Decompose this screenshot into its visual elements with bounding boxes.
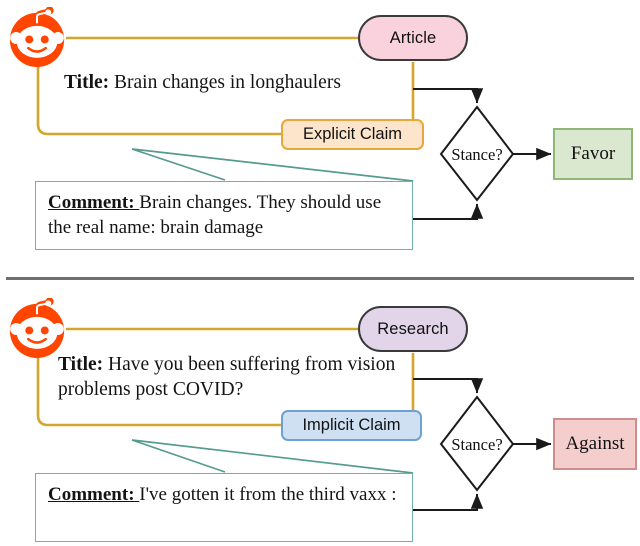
article-title-label: Title: xyxy=(64,72,115,93)
research-title-text: Have you been suffering from vision prob… xyxy=(58,354,396,400)
source-type-article-label: Article xyxy=(389,28,437,47)
article-title: Title: Brain changes in longhaulers xyxy=(64,70,414,95)
leader-claim-to-comment-b xyxy=(131,148,414,182)
outcome-against-label: Against xyxy=(565,433,625,454)
arrow-title-to-stance-top xyxy=(413,88,484,104)
source-type-research-label: Research xyxy=(377,319,449,338)
panel-divider xyxy=(6,277,634,280)
reddit-icon xyxy=(6,6,68,69)
claim-chip-implicit[interactable]: Implicit Claim xyxy=(281,410,422,441)
arrow-comment-to-stance-bottom xyxy=(413,203,484,220)
leader-claim-to-comment-a xyxy=(131,148,226,181)
comment-body-top: Brain changes. They should use the real … xyxy=(48,192,382,238)
outcome-favor[interactable]: Favor xyxy=(553,128,633,180)
stance-decision-top[interactable]: Stance? xyxy=(441,145,513,165)
article-title-text: Brain changes in longhaulers xyxy=(114,72,341,93)
comment-body-bottom: I've gotten it from the third vaxx : xyxy=(139,484,397,505)
source-type-article[interactable]: Article xyxy=(358,15,468,61)
stance-decision-top-label: Stance? xyxy=(451,145,503,164)
claim-chip-implicit-label: Implicit Claim xyxy=(302,416,401,434)
research-title-label: Title: xyxy=(58,354,109,375)
comment-text-bottom: Comment: I've gotten it from the third v… xyxy=(48,482,408,507)
comment-text-top: Comment: Brain changes. They should use … xyxy=(48,190,408,240)
comment-label-top: Comment: xyxy=(48,192,140,213)
source-type-research[interactable]: Research xyxy=(358,306,468,352)
leader-claim-to-comment-d xyxy=(131,439,414,474)
comment-box-bottom xyxy=(35,473,413,542)
connector-icon-to-explicit-claim xyxy=(36,56,281,136)
comment-box-top xyxy=(35,181,413,250)
research-title: Title: Have you been suffering from visi… xyxy=(58,352,410,402)
claim-chip-explicit[interactable]: Explicit Claim xyxy=(281,119,424,150)
stance-decision-bottom-label: Stance? xyxy=(451,435,503,454)
stance-decision-bottom[interactable]: Stance? xyxy=(441,435,513,455)
claim-chip-explicit-label: Explicit Claim xyxy=(302,125,403,143)
arrow-comment-to-stance-bottom-2 xyxy=(413,493,484,511)
arrow-title-to-stance-top-2 xyxy=(413,378,484,394)
outcome-favor-label: Favor xyxy=(570,143,616,164)
reddit-icon xyxy=(6,297,68,360)
comment-label-bottom: Comment: xyxy=(48,484,140,505)
leader-claim-to-comment-c xyxy=(131,439,226,473)
outcome-against[interactable]: Against xyxy=(553,418,637,470)
